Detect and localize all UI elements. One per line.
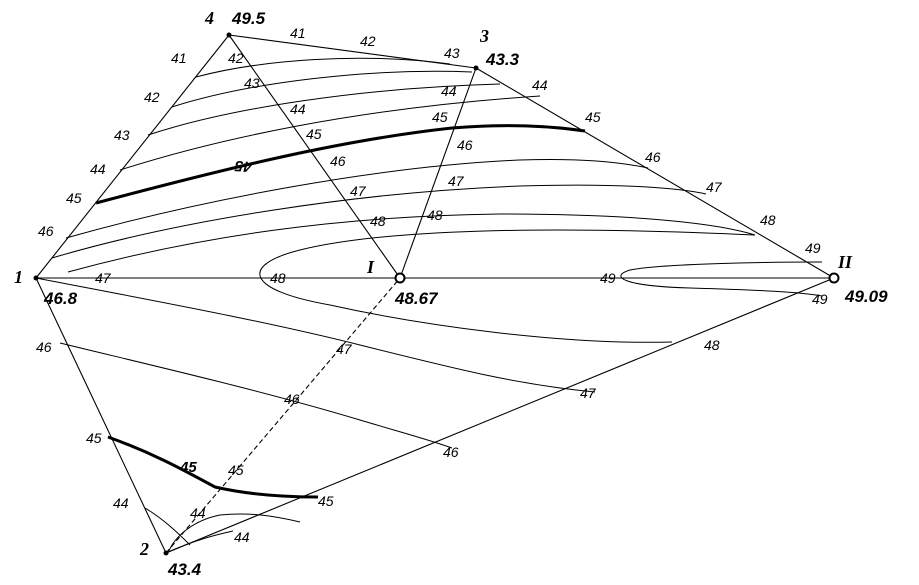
edge-3-II: [475, 67, 835, 279]
contour-label: 44: [441, 83, 457, 99]
contour-44-lower: [144, 507, 301, 554]
point-II-label: II: [837, 252, 853, 272]
contour-label: 43: [244, 75, 260, 91]
contour-43-upper: [147, 83, 501, 136]
edge-2-I-dashed: [165, 277, 401, 554]
contour-label: 47: [95, 270, 112, 286]
contour-label: 45: [318, 493, 334, 509]
contour-label: 42: [360, 33, 376, 49]
contour-45-bold-label-upside-down: 45: [234, 157, 253, 175]
point-I-label: I: [366, 257, 375, 277]
contour-label: 49: [600, 270, 616, 286]
vertex-markers: [33, 32, 840, 556]
vertex-labels: 4 49.5 3 43.3 1 46.8 2 43.4 I 48.67 II 4…: [14, 8, 888, 579]
contour-labels: 41 41 42 42 42 43 43 43 44 44 44 44 44 4…: [36, 25, 828, 545]
upper-contours: [51, 57, 823, 343]
contour-label: 46: [36, 339, 52, 355]
contour-label: 42: [144, 89, 160, 105]
contour-45-bold-label: 45: [179, 459, 197, 476]
contour-label: 45: [66, 190, 82, 206]
contour-45-bold-upper: [95, 124, 586, 205]
contour-46-upper: [65, 158, 649, 239]
contour-label: 45: [228, 462, 244, 478]
contour-48-loop: [259, 229, 756, 343]
contour-45-bold-lower: [107, 435, 319, 499]
point-II-marker: [828, 272, 840, 284]
edge-2-1: [35, 277, 167, 554]
contour-label: 45: [432, 109, 448, 125]
contour-48-upper: [67, 213, 756, 273]
contour-label: 47: [336, 341, 353, 357]
contour-label: 43: [114, 127, 130, 143]
vertex-2-value: 43.4: [167, 560, 202, 579]
contour-46-lower: [59, 342, 453, 449]
vertex-4-value: 49.5: [231, 9, 266, 28]
contour-47-lower: [35, 277, 596, 393]
contour-label: 44: [90, 161, 106, 177]
vertex-4-marker: [226, 32, 232, 38]
bold-contour-labels: 45 45: [179, 157, 253, 476]
contour-label: 44: [290, 101, 306, 117]
vertex-2-marker: [163, 550, 169, 556]
contour-47-upper: [51, 184, 707, 259]
vertex-1-marker: [33, 275, 39, 281]
contour-label: 47: [580, 385, 597, 401]
contour-label: 46: [330, 153, 346, 169]
contour-label: 44: [190, 505, 206, 521]
polygon-edges: [35, 34, 835, 554]
contour-label: 49: [805, 240, 821, 256]
contour-label: 47: [350, 183, 367, 199]
contour-label: 45: [585, 109, 601, 125]
edge-4-I: [228, 34, 401, 279]
contour-label: 41: [171, 50, 187, 66]
contour-label: 45: [86, 430, 102, 446]
vertex-3-label: 3: [479, 26, 489, 46]
contour-label: 49: [812, 291, 828, 307]
contour-label: 46: [443, 444, 459, 460]
contour-label: 46: [284, 391, 300, 407]
contour-label: 45: [306, 126, 322, 142]
contour-label: 46: [38, 223, 54, 239]
edge-II-2: [165, 277, 835, 554]
vertex-4-label: 4: [204, 8, 214, 28]
contour-42-upper: [171, 70, 473, 108]
contour-label: 48: [704, 337, 720, 353]
contour-49-loop: [620, 261, 823, 297]
contour-label: 47: [448, 173, 465, 189]
contour-label: 46: [457, 137, 473, 153]
contour-label: 44: [234, 529, 250, 545]
contour-label: 48: [760, 212, 776, 228]
lower-contours: [35, 277, 596, 554]
contour-label: 48: [270, 270, 286, 286]
point-I-marker: [394, 272, 406, 284]
vertex-2-label: 2: [139, 539, 149, 559]
edge-1-4: [35, 34, 230, 279]
contour-label: 44: [532, 77, 548, 93]
vertex-1-label: 1: [14, 267, 23, 287]
contour-41-42: [195, 57, 451, 78]
contour-label: 43: [444, 45, 460, 61]
contour-label: 44: [113, 495, 129, 511]
contour-label: 47: [706, 179, 723, 195]
contour-label: 48: [427, 207, 443, 223]
vertex-3-value: 43.3: [485, 50, 520, 69]
contour-44-upper: [119, 95, 541, 171]
vertex-3-marker: [473, 65, 479, 71]
contour-label: 42: [228, 50, 244, 66]
edge-3-I: [399, 67, 477, 279]
contour-label: 48: [370, 213, 386, 229]
point-II-value: 49.09: [844, 287, 888, 306]
contour-label: 41: [290, 25, 306, 41]
point-I-value: 48.67: [394, 289, 439, 308]
contour-label: 46: [645, 149, 661, 165]
vertex-1-value: 46.8: [43, 289, 78, 308]
